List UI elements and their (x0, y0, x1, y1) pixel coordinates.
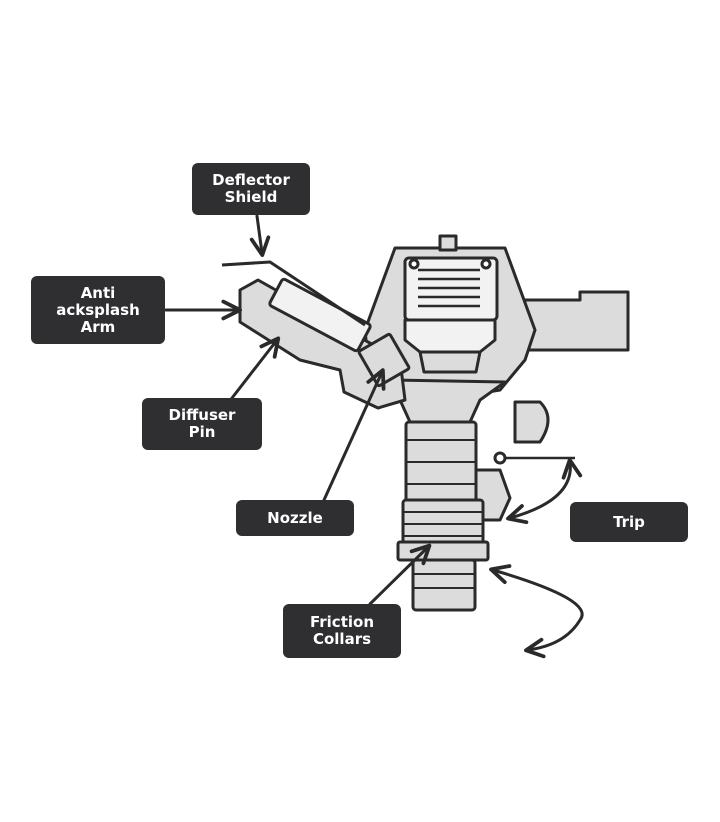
top-nut (438, 234, 458, 252)
spring-pin-left (408, 258, 420, 270)
bearing-cap (418, 350, 482, 374)
friction-collar (396, 540, 490, 562)
pointer-arrows (164, 214, 584, 659)
deflector-shield-label: Deflector Shield (192, 163, 310, 215)
spring-pin-right (480, 258, 492, 270)
friction-collars-label: Friction Collars (283, 604, 401, 658)
spring (418, 268, 480, 308)
deflector-plate (221, 260, 366, 327)
sprinkler-head (221, 234, 630, 612)
diffuser-pin-label: Diffuser Pin (142, 398, 262, 450)
deflector-pointer (249, 214, 271, 257)
collar-rotation-arrow (489, 564, 584, 659)
neck (390, 378, 507, 424)
friction-pointer (368, 543, 432, 606)
nozzle-pointer (322, 368, 386, 502)
anti-backsplash-arm-label: Anti acksplash Arm (31, 276, 165, 344)
bearing-block (403, 318, 497, 354)
nozzle-label: Nozzle (236, 500, 354, 536)
diffuser-pointer (230, 336, 281, 400)
trip-pivot (493, 451, 507, 465)
lower-pipe (411, 558, 477, 612)
trip-label: Trip (570, 502, 688, 542)
trip-rotation-arrow (506, 458, 583, 525)
arm-slot (268, 277, 372, 353)
trip-bump (513, 400, 550, 444)
